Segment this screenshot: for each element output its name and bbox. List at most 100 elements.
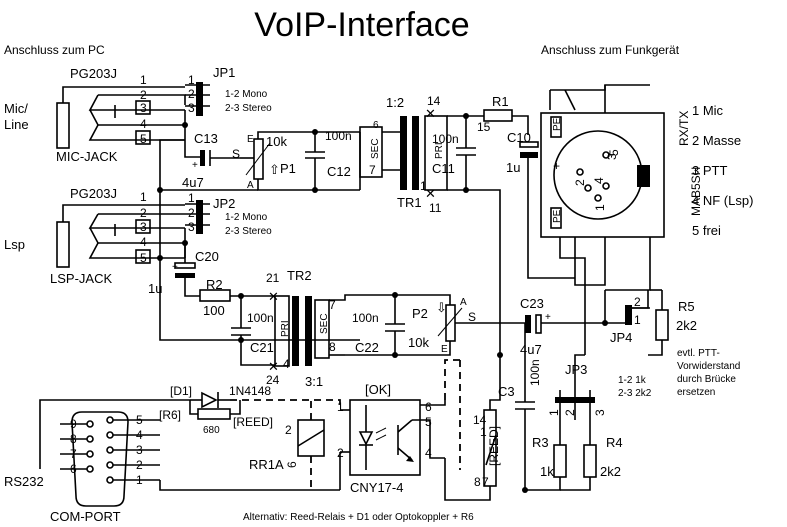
lsp-label: Lsp (4, 237, 25, 252)
svg-text:PRI: PRI (434, 142, 445, 159)
pin-label-4: 4 NF (Lsp) (692, 193, 753, 208)
jp2-label: JP2 (213, 196, 235, 211)
connector-wiring (549, 84, 651, 355)
c22-value: 100n (352, 311, 379, 325)
svg-text:E: E (247, 134, 254, 145)
jp2-jumper: 123 (185, 191, 210, 234)
svg-text:3: 3 (140, 220, 147, 234)
c12-value: 100n (325, 129, 352, 143)
svg-text:2: 2 (573, 179, 587, 186)
reed2-label: [REED] (487, 426, 501, 466)
svg-text:7: 7 (369, 163, 376, 177)
svg-text:✕: ✕ (425, 186, 436, 201)
c13-value: 4u7 (182, 175, 204, 190)
r3-r4-network (522, 420, 597, 493)
svg-text:E: E (441, 344, 448, 355)
db9-connector (39, 399, 230, 507)
p1-label: P1 (280, 161, 296, 176)
r4-value: 2k2 (600, 464, 621, 479)
svg-text:PRI: PRI (280, 320, 291, 337)
jp2-note-2: 2-3 Stereo (225, 226, 272, 237)
c21-label: C21 (250, 340, 274, 355)
jp3-label: JP3 (565, 362, 587, 377)
svg-text:2: 2 (285, 423, 292, 437)
svg-text:1: 1 (634, 313, 641, 327)
mic-jack-body (56, 102, 70, 149)
r5-label: R5 (678, 299, 695, 314)
svg-text:8: 8 (474, 475, 481, 489)
c3-capacitor (515, 323, 535, 490)
r4-label: R4 (606, 435, 623, 450)
lsp-jack-body (56, 221, 70, 268)
svg-text:6: 6 (285, 461, 299, 468)
svg-text:7: 7 (482, 475, 489, 489)
r1-value: 15 (477, 120, 491, 134)
svg-text:1: 1 (593, 204, 607, 211)
svg-text:+: + (545, 312, 551, 323)
svg-text:2: 2 (634, 295, 641, 309)
svg-text:7: 7 (70, 447, 77, 461)
p1-pin-s: S (232, 147, 240, 161)
svg-text:5: 5 (607, 149, 621, 156)
svg-text:5: 5 (136, 413, 143, 427)
lsp-pin5-box (135, 249, 151, 264)
tr1-pin-marks: ✕ ✕ (425, 106, 436, 201)
p2-pin-s: S (468, 310, 476, 324)
p2-value: 10k (408, 335, 429, 350)
r3-label: R3 (532, 435, 549, 450)
svg-text:3: 3 (136, 443, 143, 457)
svg-text:SEC: SEC (319, 313, 330, 334)
r2-label: R2 (206, 277, 223, 292)
tr2-pin-21: 21 (266, 271, 280, 285)
jp3-jumper: 1 2 3 (547, 354, 607, 420)
mic-pin5-box (135, 130, 151, 145)
p2-label: P2 (412, 306, 428, 321)
svg-text:8: 8 (70, 432, 77, 446)
opto-label: CNY17-4 (350, 480, 403, 495)
svg-text:5: 5 (425, 415, 432, 429)
lsp-connector-label: PG203J (70, 186, 117, 201)
reed-label: [REED] (233, 415, 273, 429)
tr2-label: TR2 (287, 268, 312, 283)
c11-capacitor (447, 113, 476, 193)
svg-text:2: 2 (140, 88, 147, 102)
reed-relay: 2 6 (230, 400, 340, 491)
svg-text:4: 4 (592, 177, 606, 184)
r5-value: 2k2 (676, 318, 697, 333)
svg-text:+: + (192, 160, 198, 171)
c3-value: 100n (528, 359, 542, 386)
heading-radio: Anschluss zum Funkgerät (541, 43, 680, 57)
tr1-transformer: SEC PRI 6 7 (359, 115, 448, 191)
svg-text:SEC: SEC (370, 138, 381, 159)
svg-text:1: 1 (140, 190, 147, 204)
tr1-pin-11: 11 (429, 201, 442, 215)
mic-line-label-1: Mic/ (4, 101, 28, 116)
tr2-pin-24: 24 (266, 373, 280, 387)
pin-label-2: 2 Masse (692, 133, 741, 148)
connector-rxtx: RX/TX (677, 111, 691, 146)
svg-text:A: A (247, 180, 254, 191)
c10-value: 1u (506, 160, 520, 175)
p2-potentiometer: A E ⇩ (395, 294, 525, 356)
svg-text:2: 2 (188, 87, 195, 101)
tr2-ratio: 3:1 (305, 374, 323, 389)
svg-text:8: 8 (329, 340, 336, 354)
page-title: VoIP-Interface (254, 6, 469, 44)
tr1-pin-1: 1 (420, 179, 427, 193)
c13-capacitor: + (184, 125, 240, 171)
tr1-pin-14: 14 (427, 94, 441, 108)
ptt-note-3: durch Brücke (677, 374, 736, 385)
mab5sh-connector: 2 3 4 1 5 + PE PE (540, 112, 665, 238)
pin-label-5: 5 frei (692, 223, 721, 238)
mic-pin3-box (135, 100, 151, 115)
c20-capacitor: + (172, 228, 200, 297)
svg-text:3: 3 (188, 101, 195, 115)
jp4-r5-network: 2 1 (605, 289, 669, 356)
c10-capacitor (466, 141, 575, 355)
svg-text:+: + (172, 262, 178, 273)
jp1-note-1: 1-2 Mono (225, 89, 268, 100)
d1-label: [D1] (170, 384, 192, 398)
jp3-note-1: 1-2 1k (618, 375, 647, 386)
